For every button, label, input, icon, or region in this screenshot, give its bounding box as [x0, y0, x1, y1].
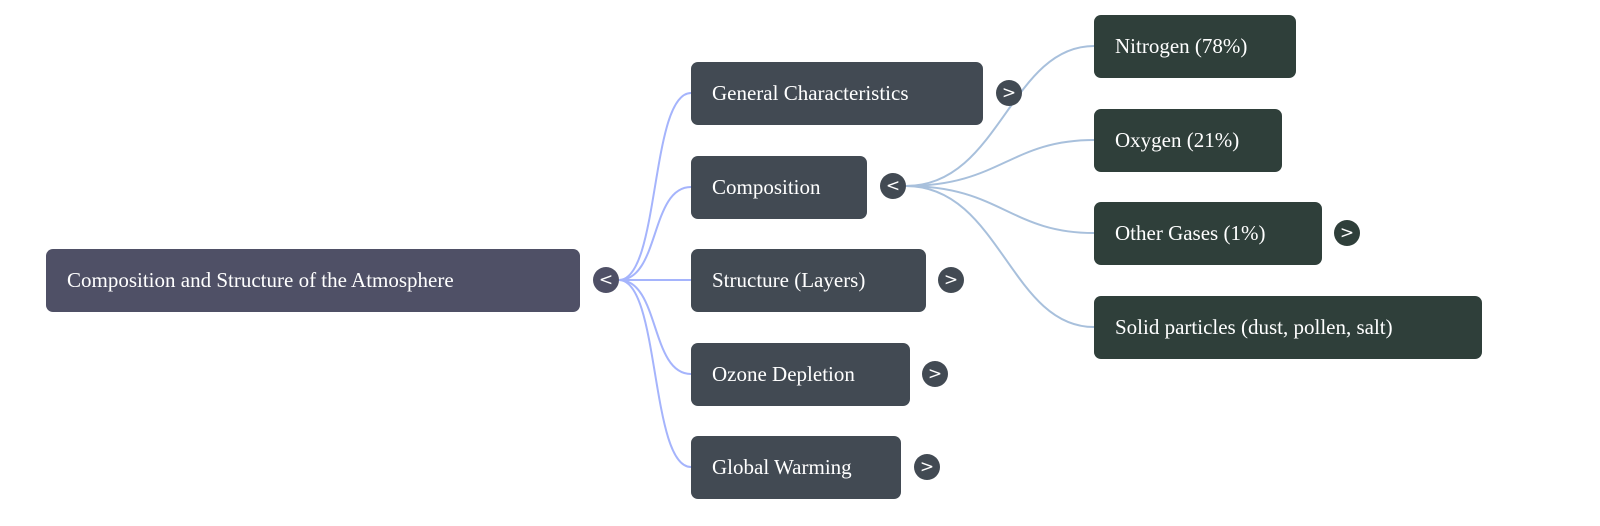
node-general-characteristics[interactable]: General Characteristics — [691, 62, 983, 125]
node-label: Other Gases (1%) — [1115, 221, 1266, 245]
node-oxygen[interactable]: Oxygen (21%) — [1094, 109, 1282, 172]
node-other-gases[interactable]: Other Gases (1%) — [1094, 202, 1322, 265]
general-expand-toggle[interactable]: > — [996, 80, 1022, 106]
root-label: Composition and Structure of the Atmosph… — [67, 268, 454, 292]
global-warming-expand-toggle[interactable]: > — [914, 454, 940, 480]
node-label: Solid particles (dust, pollen, salt) — [1115, 315, 1393, 339]
composition-collapse-toggle[interactable]: < — [880, 173, 906, 199]
ozone-expand-toggle[interactable]: > — [922, 361, 948, 387]
node-label: Structure (Layers) — [712, 268, 866, 292]
node-label: Global Warming — [712, 455, 852, 479]
edge-composition-nitrogen — [905, 45, 1095, 187]
node-composition[interactable]: Composition — [691, 156, 867, 219]
node-label: Nitrogen (78%) — [1115, 34, 1248, 58]
edge-root-ozone — [618, 279, 692, 375]
node-global-warming[interactable]: Global Warming — [691, 436, 901, 499]
node-solid-particles[interactable]: Solid particles (dust, pollen, salt) — [1094, 296, 1482, 359]
edge-composition-other — [905, 185, 1095, 234]
node-label: General Characteristics — [712, 81, 909, 105]
root-collapse-toggle[interactable]: < — [593, 267, 619, 293]
node-label: Composition — [712, 175, 821, 199]
node-label: Oxygen (21%) — [1115, 128, 1240, 152]
edge-root-global — [618, 279, 692, 468]
node-structure[interactable]: Structure (Layers) — [691, 249, 926, 312]
edge-root-composition — [618, 186, 692, 281]
edge-composition-oxygen — [905, 139, 1095, 187]
structure-expand-toggle[interactable]: > — [938, 267, 964, 293]
other-gases-expand-toggle[interactable]: > — [1334, 220, 1360, 246]
node-label: Ozone Depletion — [712, 362, 855, 386]
node-ozone-depletion[interactable]: Ozone Depletion — [691, 343, 910, 406]
root-node[interactable]: Composition and Structure of the Atmosph… — [46, 249, 580, 312]
edge-root-general — [618, 92, 692, 281]
edge-composition-solid — [905, 185, 1095, 328]
node-nitrogen[interactable]: Nitrogen (78%) — [1094, 15, 1296, 78]
